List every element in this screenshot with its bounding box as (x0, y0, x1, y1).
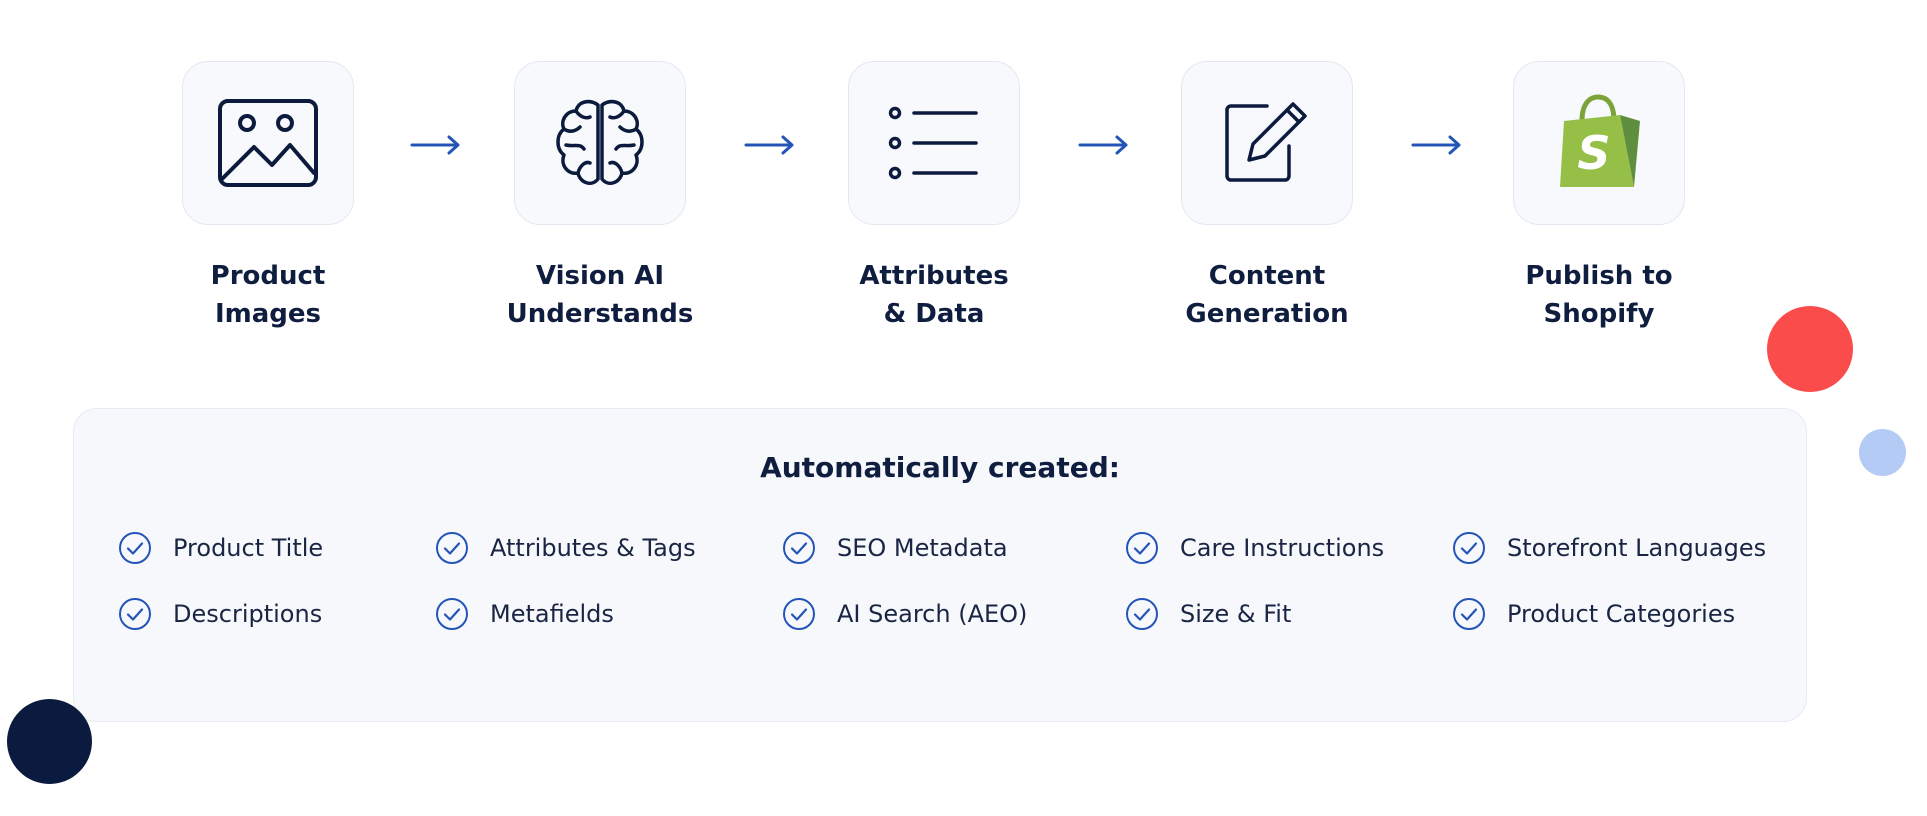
feature-item: Care Instructions (1125, 531, 1384, 565)
step-label: Attributes & Data (859, 261, 1009, 329)
feature-item: Metafields (435, 597, 614, 631)
feature-item: Product Title (118, 531, 323, 565)
brain-icon (556, 99, 644, 185)
feature-label: Descriptions (173, 600, 323, 628)
feature-item: Storefront Languages (1452, 531, 1766, 565)
step-tile: S (1513, 61, 1685, 225)
check-circle-icon (1126, 532, 1158, 564)
feature-label: AI Search (AEO) (837, 600, 1028, 628)
decorative-light-blue-dot (1859, 429, 1906, 476)
feature-label: Care Instructions (1180, 534, 1385, 562)
check-circle-icon (1126, 598, 1158, 630)
step-tile (182, 61, 354, 225)
step-label: Product Images (210, 261, 326, 329)
list-icon (888, 106, 978, 180)
decorative-red-dot (1767, 306, 1853, 392)
check-circle-icon (119, 598, 151, 630)
feature-label: Product Categories (1507, 600, 1736, 628)
feature-item: Size & Fit (1125, 597, 1291, 631)
feature-item: SEO Metadata (782, 531, 1008, 565)
panel-title: Automatically created: (760, 451, 1120, 484)
step-label: Publish to Shopify (1525, 261, 1673, 329)
feature-item: Product Categories (1452, 597, 1735, 631)
step-attributes-data: Attributes & Data (834, 61, 1034, 333)
step-content-generation: Content Generation (1167, 61, 1367, 333)
check-circle-icon (436, 598, 468, 630)
check-circle-icon (783, 598, 815, 630)
feature-item: Attributes & Tags (435, 531, 696, 565)
step-product-images: Product Images (168, 61, 368, 333)
step-label: Vision AI Understands (506, 261, 694, 329)
step-tile (1181, 61, 1353, 225)
check-circle-icon (783, 532, 815, 564)
step-tile (514, 61, 686, 225)
svg-text:S: S (1577, 126, 1610, 180)
feature-item: AI Search (AEO) (782, 597, 1027, 631)
feature-label: Attributes & Tags (490, 534, 696, 562)
feature-label: Metafields (490, 600, 614, 628)
step-publish-shopify: S Publish to Shopify (1499, 61, 1699, 333)
arrow-right-icon (410, 135, 460, 155)
feature-label: SEO Metadata (837, 534, 1008, 562)
features-panel: Automatically created: Product Title Att… (73, 408, 1807, 722)
shopify-bag-icon: S (1560, 94, 1640, 187)
check-circle-icon (436, 532, 468, 564)
arrow-right-icon (744, 135, 794, 155)
image-icon (218, 99, 318, 187)
feature-item: Descriptions (118, 597, 322, 631)
step-label: Content Generation (1185, 261, 1349, 329)
check-circle-icon (1453, 532, 1485, 564)
step-vision-ai: Vision AI Understands (500, 61, 700, 333)
edit-icon (1225, 102, 1307, 182)
feature-label: Size & Fit (1180, 600, 1292, 628)
arrow-right-icon (1078, 135, 1128, 155)
check-circle-icon (1453, 598, 1485, 630)
arrow-right-icon (1411, 135, 1461, 155)
feature-label: Product Title (173, 534, 324, 562)
step-tile (848, 61, 1020, 225)
decorative-navy-dot (7, 699, 92, 784)
feature-label: Storefront Languages (1507, 534, 1767, 562)
check-circle-icon (119, 532, 151, 564)
